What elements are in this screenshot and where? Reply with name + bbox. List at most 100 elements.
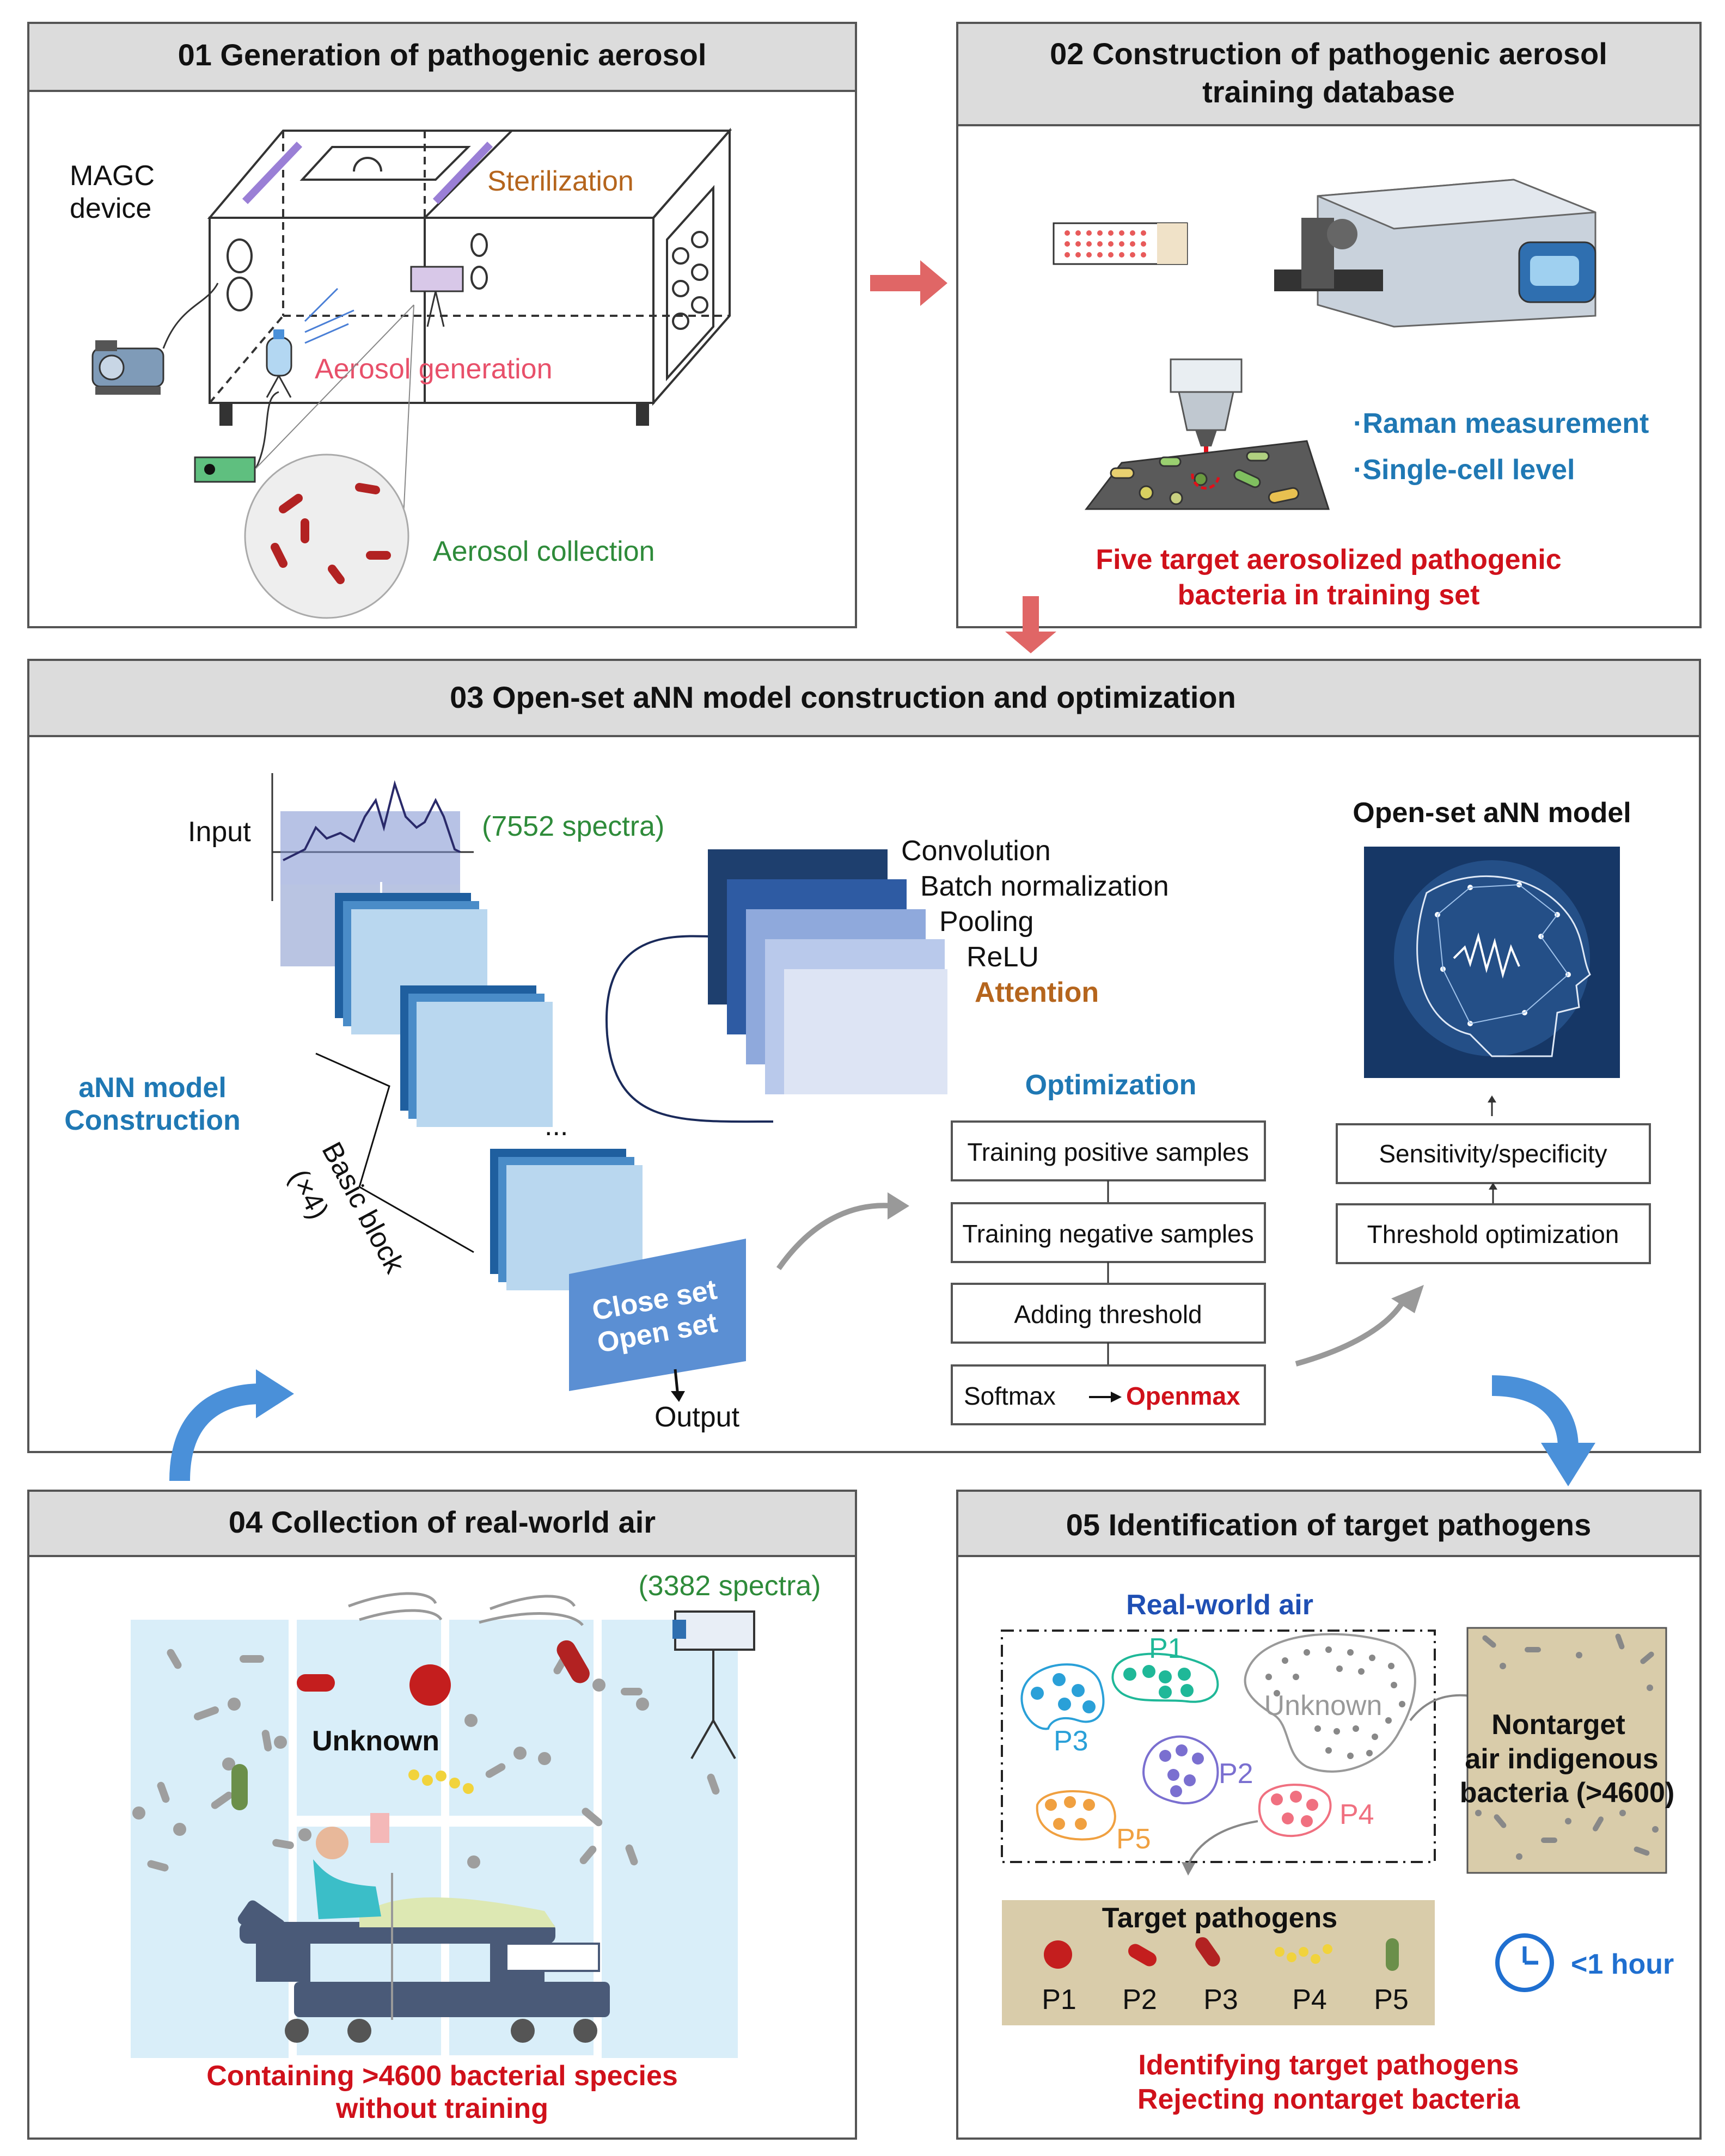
wind-icon bbox=[348, 1592, 584, 1626]
panel-04-header bbox=[27, 1490, 857, 1557]
raman-measurement-label: ·Raman measurement bbox=[1353, 408, 1649, 439]
side-port-grid bbox=[666, 185, 714, 382]
aerosol-sampler-icon bbox=[410, 266, 464, 327]
cluster-label-p5: P5 bbox=[1116, 1823, 1151, 1855]
layer-relu: ReLU bbox=[967, 941, 1039, 973]
arrow-to-threshold bbox=[1295, 1297, 1408, 1367]
single-cell-label: ·Single-cell level bbox=[1353, 454, 1575, 486]
softmax-label: Softmax bbox=[964, 1382, 1056, 1410]
panel-02-title-line1: 02 Construction of pathogenic aerosol bbox=[1050, 36, 1607, 71]
arrow-01-to-02 bbox=[870, 260, 947, 306]
aerosol-collection-label: Aerosol collection bbox=[433, 536, 655, 567]
cluster-label-p3: P3 bbox=[1054, 1725, 1088, 1757]
aerosol-collection-zoom bbox=[244, 454, 409, 619]
cluster-p3 bbox=[1020, 1663, 1105, 1730]
cluster-p4 bbox=[1258, 1784, 1332, 1837]
real-world-air-label: Real-world air bbox=[1126, 1589, 1313, 1621]
target-label-p3: P3 bbox=[1203, 1984, 1238, 2016]
nontarget-label-line3: bacteria (>4600) bbox=[1460, 1777, 1675, 1809]
cluster-label-p4: P4 bbox=[1339, 1799, 1374, 1830]
sensitivity-box bbox=[1336, 1123, 1651, 1184]
vacuum-pump-icon bbox=[91, 340, 164, 395]
magc-label-line2: device bbox=[70, 193, 151, 224]
target-pathogen-icons bbox=[1044, 1937, 1399, 1971]
input-label: Input bbox=[188, 816, 251, 848]
opt-step-positive: Training positive samples bbox=[967, 1138, 1249, 1166]
real-air-caption-line1: Containing >4600 bacterial species bbox=[206, 2060, 678, 2092]
target-bacteria-line1: Five target aerosolized pathogenic bbox=[1096, 544, 1561, 575]
arrow-04-to-03 bbox=[169, 1383, 262, 1481]
raman-spectrometer-icon bbox=[1274, 179, 1596, 328]
panel-02: 02 Construction of pathogenic aerosol tr… bbox=[956, 22, 1702, 628]
sample-slide-icon bbox=[1053, 222, 1188, 265]
input-spectrum-band bbox=[280, 811, 460, 885]
unknown-label: Unknown bbox=[312, 1725, 439, 1757]
virus-icons bbox=[231, 1640, 590, 1810]
cluster-label-p1: P1 bbox=[1149, 1633, 1184, 1664]
nebulizer-icon bbox=[266, 329, 292, 398]
objective-lens-icon bbox=[1170, 358, 1243, 479]
panel-03: 03 Open-set aNN model construction and o… bbox=[27, 659, 1701, 1453]
layer-pooling: Pooling bbox=[939, 906, 1033, 938]
magc-label-line1: MAGC bbox=[70, 160, 155, 192]
output-label: Output bbox=[654, 1401, 740, 1433]
cluster-unknown bbox=[1244, 1633, 1416, 1773]
ann-construction-line1: aNN model bbox=[78, 1072, 227, 1104]
airflow-arrows bbox=[304, 287, 354, 344]
panel-01: 01 Generation of pathogenic aerosol bbox=[27, 22, 857, 628]
inlet-ports bbox=[227, 233, 488, 311]
bacteria-icons bbox=[271, 483, 391, 584]
aerosol-generation-label: Aerosol generation bbox=[315, 353, 553, 385]
single-cells bbox=[1110, 451, 1300, 505]
basic-block-bracket bbox=[315, 1052, 474, 1253]
network-block-2 bbox=[400, 985, 553, 1127]
laser-spot bbox=[1191, 473, 1220, 490]
openmax-label: Openmax bbox=[1126, 1382, 1240, 1410]
identification-caption-line2: Rejecting nontarget bacteria bbox=[1137, 2084, 1520, 2115]
uv-lamp-left bbox=[242, 142, 303, 204]
optimization-steps: Training positive samples Training negat… bbox=[951, 1120, 1266, 1425]
panel-02-title-line2: training database bbox=[1202, 75, 1455, 109]
panel-03-header bbox=[27, 659, 1701, 737]
cluster-p5 bbox=[1036, 1790, 1116, 1841]
nontarget-label-line1: Nontarget bbox=[1491, 1709, 1625, 1741]
clock-icon bbox=[1495, 1933, 1554, 1992]
sterilization-label: Sterilization bbox=[487, 166, 634, 197]
layer-convolution: Convolution bbox=[901, 835, 1051, 867]
sensitivity-specificity-label: Sensitivity/specificity bbox=[1379, 1140, 1607, 1168]
model-title: Open-set aNN model bbox=[1353, 797, 1631, 829]
panel-02-header bbox=[956, 22, 1702, 126]
cluster-p1 bbox=[1111, 1652, 1219, 1703]
layer-batch-normalization: Batch normalization bbox=[920, 871, 1169, 902]
panel-04: 04 Collection of real-world air bbox=[27, 1490, 857, 2140]
cluster-label-p2: P2 bbox=[1219, 1758, 1253, 1790]
real-world-air-box bbox=[1001, 1630, 1436, 1863]
airborne-particles bbox=[132, 1649, 720, 1872]
target-label-p4: P4 bbox=[1292, 1984, 1327, 2016]
layer-ellipsis: ... bbox=[545, 1110, 568, 1142]
optimization-title: Optimization bbox=[1025, 1069, 1197, 1101]
target-bacteria-line2: bacteria in training set bbox=[1178, 579, 1480, 611]
unknown-cluster-label: Unknown bbox=[1264, 1690, 1383, 1722]
uv-lamp-right bbox=[432, 142, 493, 204]
opt-step-negative: Training negative samples bbox=[962, 1220, 1253, 1248]
panel-03-title: 03 Open-set aNN model construction and o… bbox=[450, 680, 1236, 714]
time-label: <1 hour bbox=[1571, 1949, 1674, 1980]
input-spectra-count: (7552 spectra) bbox=[482, 811, 664, 842]
real-air-spectra-count: (3382 spectra) bbox=[638, 1570, 821, 1602]
nontarget-label-line2: air indigenous bbox=[1465, 1743, 1658, 1775]
ann-construction-line2: Construction bbox=[64, 1105, 241, 1136]
arrow-to-optimization bbox=[776, 1203, 894, 1270]
threshold-box bbox=[1336, 1203, 1651, 1264]
panel-05-header bbox=[956, 1490, 1702, 1557]
layer-attention: Attention bbox=[975, 977, 1099, 1008]
arrow-02-to-03 bbox=[1005, 596, 1056, 653]
input-spectrum-line bbox=[283, 780, 461, 861]
target-label-p5: P5 bbox=[1374, 1984, 1409, 2016]
panel-04-title: 04 Collection of real-world air bbox=[229, 1505, 656, 1539]
nontarget-bacteria-panel bbox=[1466, 1627, 1667, 1874]
aerosol-sampler-icon bbox=[672, 1610, 755, 1759]
panel-05-title: 05 Identification of target pathogens bbox=[1066, 1508, 1592, 1542]
patient-bed-icon bbox=[237, 1813, 610, 2043]
